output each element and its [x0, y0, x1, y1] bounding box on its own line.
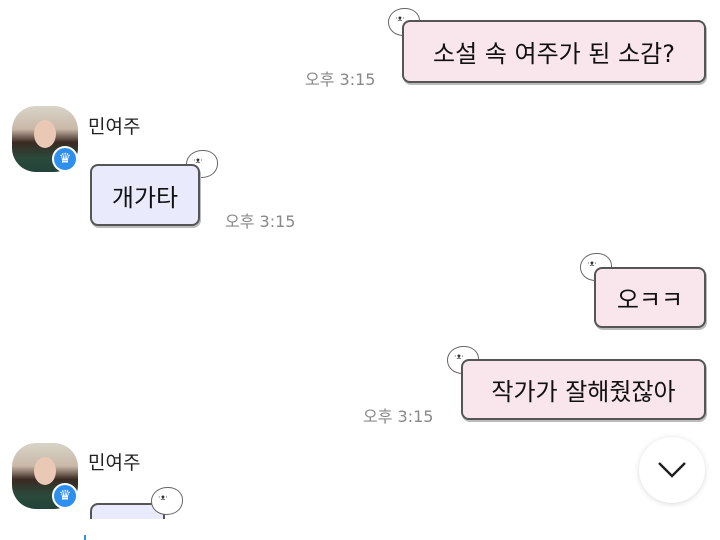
avatar-face	[34, 457, 56, 485]
avatar[interactable]: ♛	[12, 106, 78, 172]
message-time: 오후 3:15	[225, 212, 296, 231]
crown-icon: ♛	[52, 146, 78, 172]
avatar-face	[34, 120, 56, 148]
sender-name: 민여주	[88, 116, 141, 138]
avatar[interactable]: ♛	[12, 443, 78, 509]
message-bubble-sent[interactable]: 오ㅋㅋ	[594, 267, 706, 328]
scroll-to-bottom-button[interactable]	[639, 437, 705, 503]
message-bubble-sent[interactable]: 소설 속 여주가 된 소감?	[402, 20, 706, 83]
chevron-down-icon	[658, 462, 686, 478]
message-time: 오후 3:15	[305, 70, 376, 89]
message-bubble-sent[interactable]: 작가가 잘해줬잖아	[461, 359, 706, 420]
text-cursor	[84, 535, 86, 540]
sender-name: 민여주	[88, 452, 141, 474]
message-bubble-received[interactable]: 개가타	[90, 164, 200, 226]
crown-icon: ♛	[52, 483, 78, 509]
message-time: 오후 3:15	[363, 407, 434, 426]
cloud-sticker-icon	[151, 487, 183, 515]
